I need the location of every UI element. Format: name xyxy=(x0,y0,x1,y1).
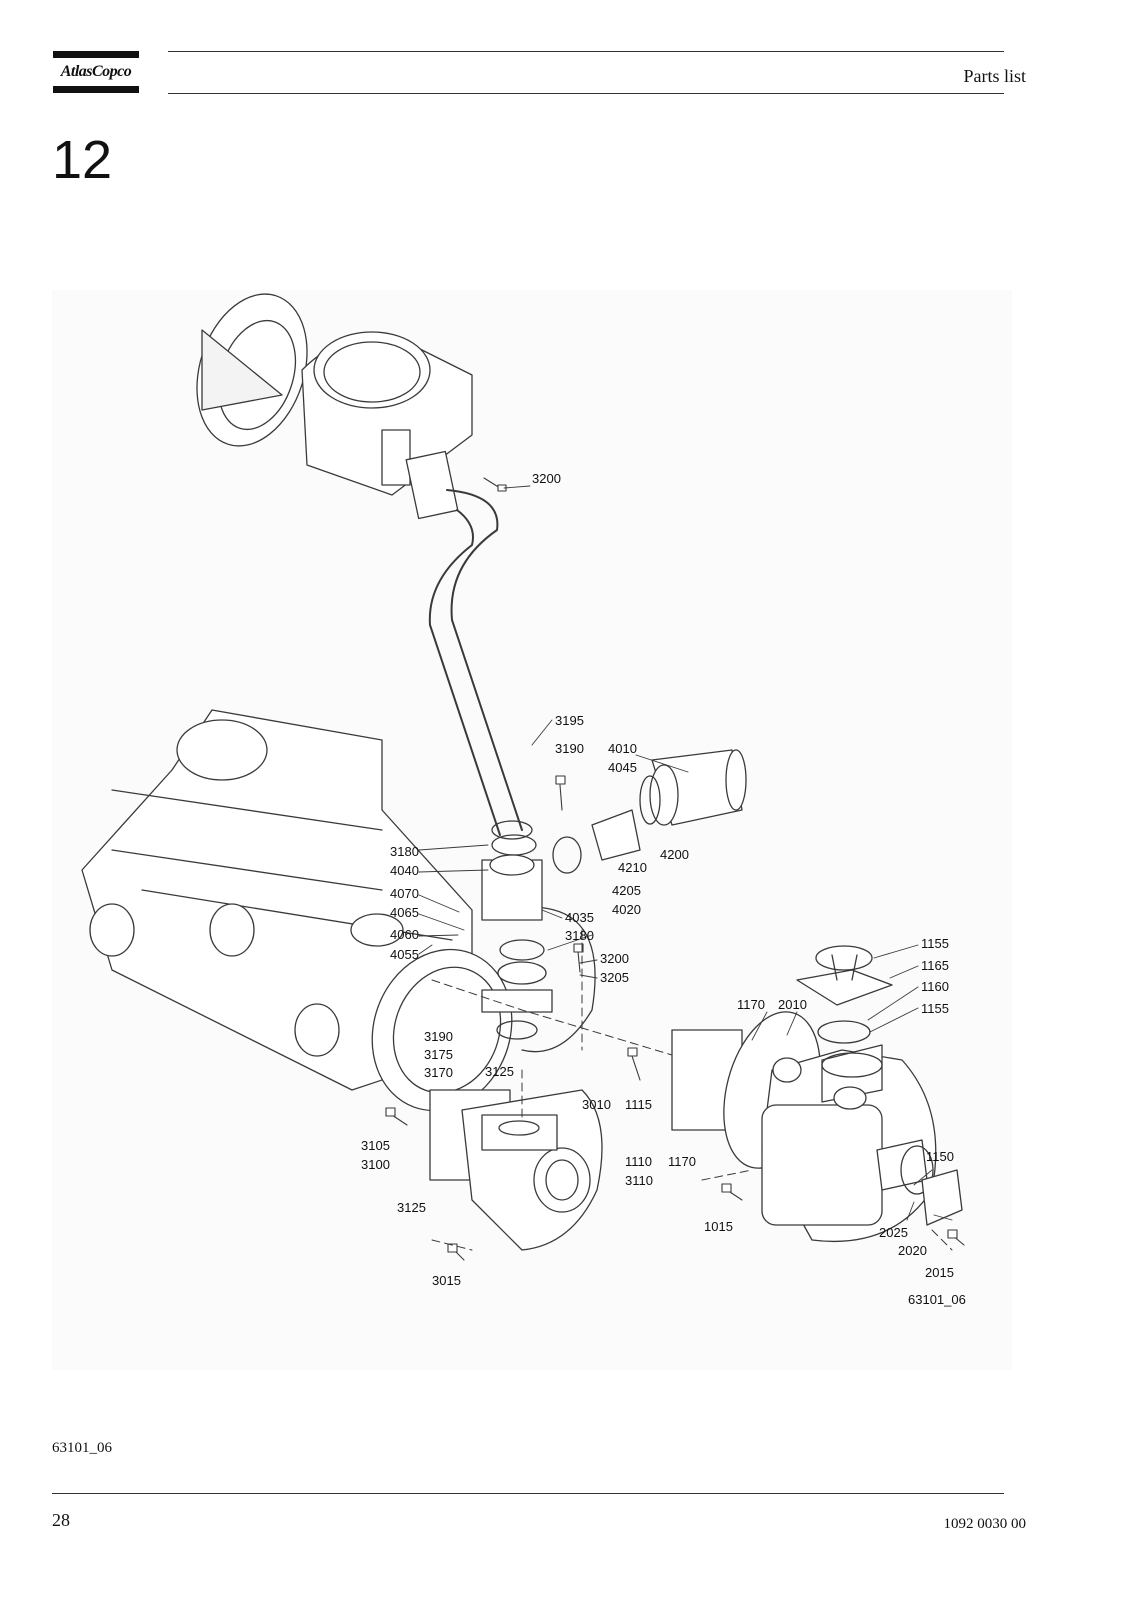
leader-lines xyxy=(418,485,953,1221)
callout-1170-top: 1170 xyxy=(737,997,765,1012)
callout-4200: 4200 xyxy=(660,847,689,862)
header-rule-bottom xyxy=(168,93,1004,94)
callout-3190-low: 3190 xyxy=(424,1029,453,1044)
callout-4070: 4070 xyxy=(390,886,419,901)
callout-1155-low: 1155 xyxy=(921,1001,949,1016)
callout-3205: 3205 xyxy=(600,970,629,985)
outlet-flange xyxy=(371,906,596,1112)
callout-3180-upper: 3180 xyxy=(390,844,419,859)
callout-3190-top: 3190 xyxy=(555,741,584,756)
callout-3010: 3010 xyxy=(582,1097,611,1112)
lower-stage-housing xyxy=(429,1089,603,1251)
logo-wordmark: AtlasCopco xyxy=(60,63,132,80)
right-stage-housing xyxy=(671,1011,963,1243)
callout-4035: 4035 xyxy=(565,910,594,925)
callout-1115: 1115 xyxy=(625,1097,652,1112)
compressor-element xyxy=(81,709,473,1091)
drawing-id-label: 63101_06 xyxy=(908,1292,966,1307)
callout-3100: 3100 xyxy=(361,1157,390,1172)
callout-1015: 1015 xyxy=(704,1219,733,1234)
callout-2020: 2020 xyxy=(898,1243,927,1258)
callout-4055: 4055 xyxy=(390,947,419,962)
callout-2015: 2015 xyxy=(925,1265,954,1280)
valve-block xyxy=(481,820,553,1040)
callout-3110: 3110 xyxy=(625,1173,653,1188)
document-number: 1092 0030 00 xyxy=(943,1516,1027,1532)
inlet-cover xyxy=(796,945,893,1044)
callout-4210: 4210 xyxy=(618,860,647,875)
upper-gear-housing xyxy=(196,293,473,496)
callout-4060: 4060 xyxy=(390,927,419,942)
discharge-pipe xyxy=(405,450,537,856)
callout-3200-top: 3200 xyxy=(532,471,561,486)
callout-3200-mid: 3200 xyxy=(600,951,629,966)
callout-1110: 1110 xyxy=(625,1154,652,1169)
oil-filter xyxy=(552,749,747,874)
callout-3125-low: 3125 xyxy=(397,1200,426,1215)
callout-4045: 4045 xyxy=(608,760,637,775)
callout-2025: 2025 xyxy=(879,1225,908,1240)
callout-3105: 3105 xyxy=(361,1138,390,1153)
callout-1170-low: 1170 xyxy=(668,1154,696,1169)
atlas-copco-logo: AtlasCopco xyxy=(53,51,139,93)
drawing-lines xyxy=(81,293,965,1261)
exploded-parts-drawing: 3200 3195 3190 4010 4045 4200 4210 4205 … xyxy=(52,290,1012,1370)
footer-rule xyxy=(52,1493,1004,1494)
callout-4205: 4205 xyxy=(612,883,641,898)
section-number: 12 xyxy=(52,130,113,190)
callout-1150: 1150 xyxy=(926,1149,954,1164)
figure-reference: 63101_06 xyxy=(52,1440,112,1456)
logo-bar-bottom xyxy=(53,86,139,93)
callout-3175: 3175 xyxy=(424,1047,453,1062)
callout-3125-top: 3125 xyxy=(485,1064,514,1079)
callout-4020: 4020 xyxy=(612,902,641,917)
logo-bar-top xyxy=(53,51,139,58)
callout-4040: 4040 xyxy=(390,863,419,878)
bolts xyxy=(385,477,965,1261)
callout-1165: 1165 xyxy=(921,958,949,973)
callout-3015: 3015 xyxy=(432,1273,461,1288)
callout-2010: 2010 xyxy=(778,997,807,1012)
assembly-lines xyxy=(431,929,953,1251)
callout-3180-lower: 3180 xyxy=(565,928,594,943)
callout-4065: 4065 xyxy=(390,905,419,920)
page-number: 28 xyxy=(52,1510,70,1530)
callout-3170: 3170 xyxy=(424,1065,453,1080)
header-rule-top xyxy=(168,51,1004,52)
callout-3195: 3195 xyxy=(555,713,584,728)
callout-1155-top: 1155 xyxy=(921,936,949,951)
callout-1160: 1160 xyxy=(921,979,949,994)
header-title: Parts list xyxy=(963,66,1026,86)
callout-4010: 4010 xyxy=(608,741,637,756)
